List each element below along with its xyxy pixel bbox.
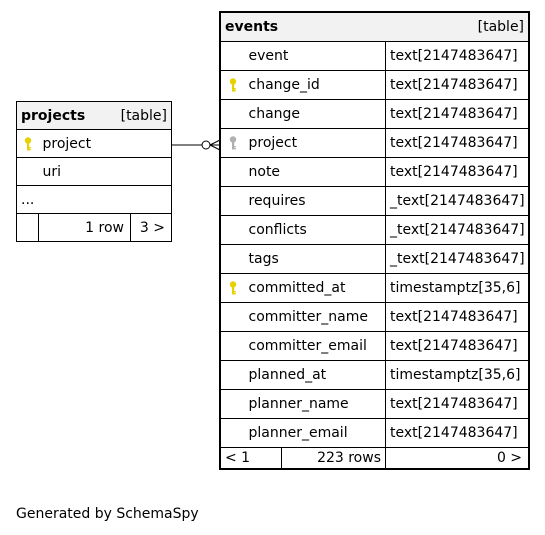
primary-key-icon (24, 136, 32, 151)
key-cell (220, 244, 245, 274)
column-type: timestamptz[35,6] (384, 273, 530, 303)
column-name: project (38, 129, 172, 158)
column-row[interactable]: requires_text[2147483647] (220, 186, 530, 216)
key-cell (16, 129, 39, 158)
column-type: text[2147483647] (384, 331, 530, 361)
column-type: _text[2147483647] (384, 244, 530, 274)
key-cell (220, 70, 245, 100)
key-cell (220, 128, 245, 158)
column-name: planner_name (244, 389, 386, 419)
primary-key-icon (229, 78, 237, 92)
key-cell (220, 302, 245, 332)
key-cell (220, 157, 245, 187)
column-name: uri (38, 157, 172, 186)
key-cell (220, 331, 245, 361)
zero-optional-marker (201, 140, 211, 150)
column-name: change_id (244, 70, 386, 100)
more-columns: ... (16, 185, 172, 214)
table-kind: [table] (120, 107, 167, 124)
column-row[interactable]: tags_text[2147483647] (220, 244, 530, 274)
column-name: committed_at (244, 273, 386, 303)
column-type: text[2147483647] (384, 41, 530, 71)
children-link[interactable]: 3 > (130, 213, 172, 242)
column-name: tags (244, 244, 386, 274)
column-row[interactable]: conflicts_text[2147483647] (220, 215, 530, 245)
column-name: event (244, 41, 386, 71)
column-type: timestamptz[35,6] (384, 360, 530, 390)
key-cell (16, 157, 39, 186)
column-name: project (244, 128, 386, 158)
table-name: projects (21, 107, 86, 124)
projects-footer: 1 row 3 > (16, 213, 172, 242)
column-name: committer_name (244, 302, 386, 332)
column-type: text[2147483647] (384, 389, 530, 419)
key-cell (220, 41, 245, 71)
column-name: planned_at (244, 360, 386, 390)
column-name: note (244, 157, 386, 187)
children-link[interactable]: 0 > (384, 447, 530, 469)
foreign-key-icon (229, 136, 237, 150)
column-type: text[2147483647] (384, 418, 530, 448)
column-name: requires (244, 186, 386, 216)
crowfoot-upper (209, 139, 221, 146)
events-footer: < 1 223 rows 0 > (220, 447, 530, 469)
column-type: _text[2147483647] (384, 186, 530, 216)
key-cell (220, 389, 245, 419)
table-kind: [table] (477, 19, 525, 35)
row-count: 1 row (38, 213, 131, 242)
column-name: committer_email (244, 331, 386, 361)
projects-header: projects [table] (16, 101, 172, 130)
column-name: planner_email (244, 418, 386, 448)
column-type: text[2147483647] (384, 128, 530, 158)
column-type: text[2147483647] (384, 302, 530, 332)
events-header: events [table] (219, 12, 530, 42)
key-cell (220, 99, 245, 129)
key-cell (220, 418, 245, 448)
table-name: events (225, 19, 279, 35)
generated-by-footer: Generated by SchemaSpy (16, 506, 199, 522)
parents-count (16, 213, 39, 242)
column-row[interactable]: project (16, 129, 172, 158)
key-cell (220, 273, 245, 303)
column-type: text[2147483647] (384, 157, 530, 187)
column-type: _text[2147483647] (384, 215, 530, 245)
crowfoot-lower (209, 144, 221, 151)
column-type: text[2147483647] (384, 70, 530, 100)
key-cell (220, 360, 245, 390)
parents-link[interactable]: < 1 (222, 448, 282, 468)
column-name: change (244, 99, 386, 129)
key-cell (220, 215, 245, 245)
primary-key-icon (229, 281, 237, 295)
column-name: conflicts (244, 215, 386, 245)
column-row[interactable]: uri (16, 157, 172, 186)
more-columns-row: ... (16, 185, 172, 214)
column-type: text[2147483647] (384, 99, 530, 129)
key-cell (220, 186, 245, 216)
row-count: 223 rows (317, 450, 381, 466)
